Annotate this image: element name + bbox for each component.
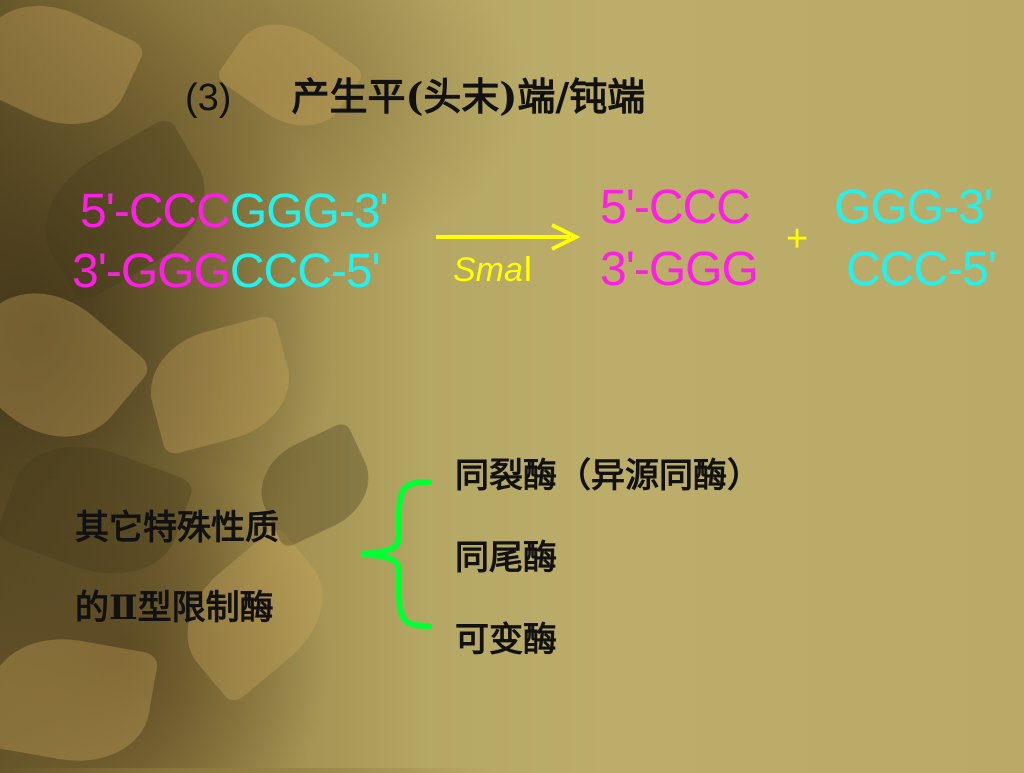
substrate-bottom-left: 3'-GGG [72,245,231,298]
enzyme-roman: Ⅰ [522,251,533,289]
green-brace-icon [360,479,432,629]
substrate-bottom-right: CCC-5' [229,245,381,298]
product-right-bottom: CCC-5' [846,243,997,296]
slide-title: (3) 产生平(头末)端/钝端 [185,66,645,121]
substrate-top-left: 5'-CCC [80,185,231,238]
product-left-top: 5'-CCC [600,181,751,234]
cleavage-arrow [436,223,581,251]
item-isoschizomer: 同裂酶（异源同酶） [455,456,761,496]
substrate-bottom-strand: 3'-GGGCCC-5' [72,245,381,298]
other-label-line1: 其它特殊性质 [75,508,279,548]
other-label-line2: 的Ⅱ型限制酶 [75,588,274,628]
substrate-top-strand: 5'-CCCGGG-3' [80,185,389,238]
item-variable-enzyme: 可变酶 [455,620,557,660]
plus-sign: + [786,218,809,260]
item-isocaudamer: 同尾酶 [455,538,557,578]
enzyme-italic: Sma [453,251,523,289]
product-right-top: GGG-3' [834,181,993,234]
product-left-bottom: 3'-GGG [600,243,759,296]
substrate-top-right: GGG-3' [229,185,389,238]
title-number: (3) [185,77,232,119]
enzyme-label: SmaⅠ [453,250,533,290]
title-text: 产生平(头末)端/钝端 [291,74,646,119]
